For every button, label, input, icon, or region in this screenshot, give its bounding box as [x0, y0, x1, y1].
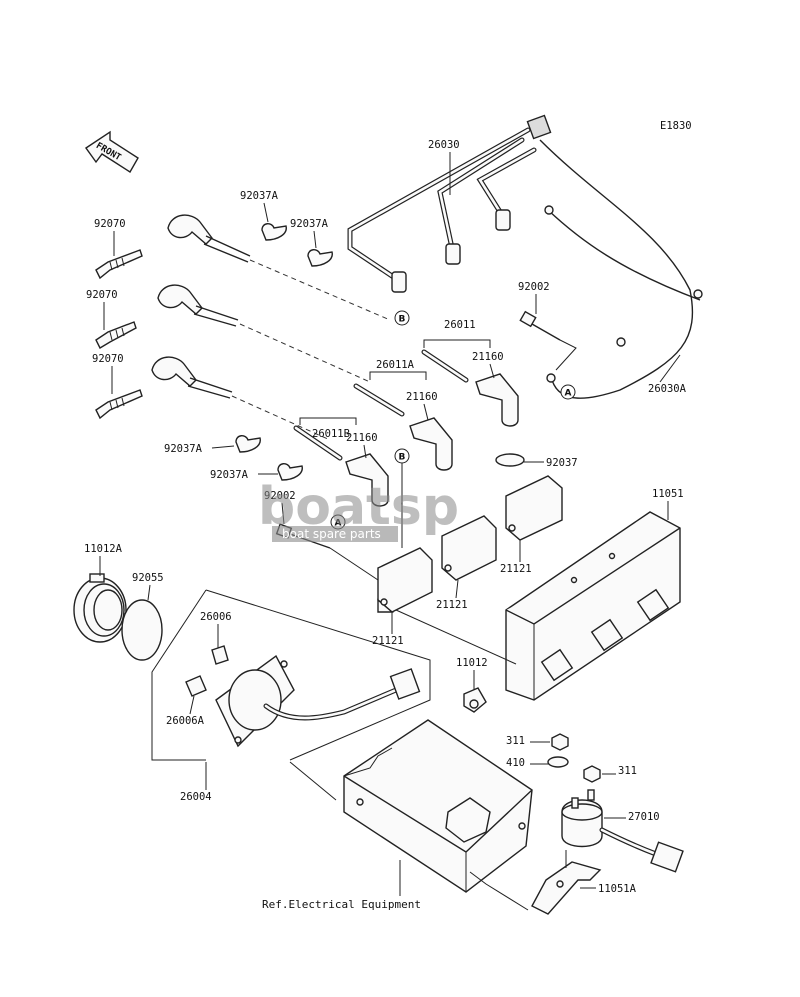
clamp-92037A-mid-2 — [277, 463, 303, 481]
part-label-92037: 92037 — [546, 457, 578, 469]
part-label-26011: 26011 — [444, 319, 476, 331]
flange-grommet — [215, 654, 421, 748]
part-label-27010: 27010 — [628, 811, 660, 823]
part-label-92037A-mid-2: 92037A — [210, 469, 249, 481]
part-label-26011B: 26011B — [312, 428, 350, 440]
part-label-26030A: 26030A — [648, 383, 687, 395]
part-label-311-1: 311 — [506, 735, 525, 747]
part-label-21121-2: 21121 — [436, 599, 468, 611]
spark-plug-1 — [95, 249, 143, 280]
tube-26011 — [421, 349, 469, 383]
tube-26011B — [293, 425, 343, 461]
plug-cap-21160-2 — [409, 417, 453, 471]
plug-cap-21160-1 — [475, 373, 519, 427]
part-label-21121-1: 21121 — [372, 635, 404, 647]
clamp-92037A-top-1 — [261, 223, 287, 241]
nut-311-1 — [551, 733, 569, 751]
marker-a-left-label: A — [335, 519, 342, 529]
part-label-92037A-mid-1: 92037A — [164, 443, 203, 455]
washer-410 — [547, 756, 569, 768]
bracket-11051 — [505, 511, 681, 701]
marker-a-right — [560, 384, 576, 400]
part-label-21160-1: 21160 — [472, 351, 504, 363]
part-label-11051: 11051 — [652, 488, 684, 500]
circlip-92037 — [495, 453, 525, 467]
reference-note: Ref.Electrical Equipment — [262, 898, 421, 911]
ignition-coil-21121-1 — [377, 547, 433, 613]
tube-26011A — [353, 383, 405, 417]
part-label-26011A: 26011A — [376, 359, 415, 371]
part-label-26004: 26004 — [180, 791, 212, 803]
part-label-311-2: 311 — [618, 765, 637, 777]
plug-cap-21160-3 — [345, 453, 389, 507]
spark-plug-3 — [95, 389, 143, 420]
relay-bracket-11051A — [531, 850, 602, 915]
part-label-92070-1: 92070 — [94, 218, 126, 230]
fuse-26006 — [211, 645, 229, 665]
fuse-11012 — [463, 687, 487, 713]
part-label-92002-mid: 92002 — [264, 490, 296, 502]
ignition-coil-21121-3 — [505, 475, 563, 541]
part-label-92070-3: 92070 — [92, 353, 124, 365]
marker-b-upper-label: B — [399, 315, 406, 325]
part-label-21160-3: 21160 — [346, 432, 378, 444]
part-label-11051A: 11051A — [598, 883, 637, 895]
bolt-92002-top — [519, 310, 561, 341]
plug-cap-left-3 — [151, 356, 233, 399]
spark-plug-2 — [95, 321, 137, 349]
front-arrow-icon: FRONT — [85, 130, 139, 173]
control-box-cover — [343, 719, 533, 893]
marker-b-upper — [394, 310, 410, 326]
marker-b-lower-label: B — [399, 453, 406, 463]
part-label-26006A: 26006A — [166, 715, 205, 727]
part-label-11012A: 11012A — [84, 543, 123, 555]
part-label-21160-2: 21160 — [406, 391, 438, 403]
part-label-11012: 11012 — [456, 657, 488, 669]
plug-cap-left-1 — [167, 214, 251, 263]
clamp-92037A-mid-1 — [235, 435, 261, 453]
part-label-21121-3: 21121 — [500, 563, 532, 575]
part-label-92055: 92055 — [132, 572, 164, 584]
starter-relay-27010 — [561, 789, 684, 873]
part-label-26030: 26030 — [428, 139, 460, 151]
cover-11012A — [73, 573, 127, 643]
fuse-26006A — [185, 675, 207, 697]
wiring-harness-26030 — [347, 114, 703, 399]
marker-a-right-label: A — [565, 389, 572, 399]
part-label-92037A-top-1: 92037A — [240, 190, 279, 202]
part-label-410: 410 — [506, 757, 525, 769]
part-label-92037A-top-2: 92037A — [290, 218, 329, 230]
nut-311-2 — [583, 765, 601, 783]
clamp-92037A-top-2 — [307, 249, 333, 267]
o-ring-92055 — [121, 599, 163, 661]
watermark-tagline: boat spare parts — [282, 527, 381, 541]
part-label-92002-top: 92002 — [518, 281, 550, 293]
plug-cap-left-2 — [157, 284, 239, 327]
part-label-26006: 26006 — [200, 611, 232, 623]
ignition-coil-21121-2 — [441, 515, 497, 581]
diagram-code: E1830 — [660, 120, 692, 132]
part-label-92070-2: 92070 — [86, 289, 118, 301]
watermark-logo: boatsp boat spare parts — [258, 477, 459, 542]
